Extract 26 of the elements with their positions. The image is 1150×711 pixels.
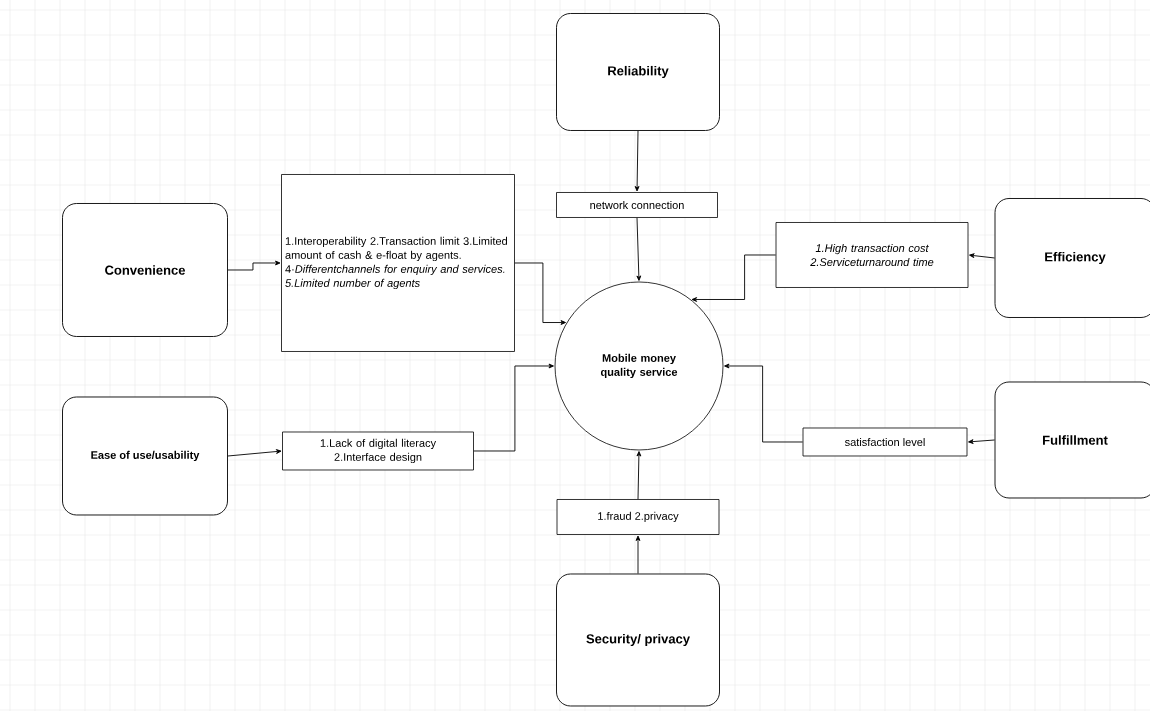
indicator-box: 1.Interoperability 2.Transaction limit 3.Limited amount of cash & e-float by agents. 4·Differentchannels for enquiry and services. 5.Limited number of agents [281, 174, 515, 352]
factor-box: Security/ privacy [556, 573, 720, 707]
arrow [473, 363, 554, 452]
arrow [724, 363, 804, 443]
indicator-box: network connection [556, 192, 718, 218]
arrow [636, 451, 642, 500]
indicator-box: 1.Lack of digital literacy 2.Interface design [282, 431, 474, 471]
arrow [227, 449, 282, 457]
indicator-box: 1.High transaction cost 2.Serviceturnaround time [775, 222, 969, 288]
indicator-box: 1.fraud 2.privacy [556, 499, 720, 535]
node-label: Security/ privacy [586, 633, 690, 647]
factor-box: Convenience [62, 203, 228, 337]
indicator-box: satisfaction level [802, 427, 968, 457]
arrow [635, 535, 641, 574]
arrow [227, 260, 281, 271]
arrow [969, 253, 995, 259]
arrow [968, 439, 995, 444]
arrow [514, 262, 566, 325]
arrow [636, 217, 642, 281]
node-label: Efficiency [1045, 251, 1106, 265]
factor-box: Fulfillment [994, 381, 1150, 499]
arrow [634, 130, 640, 192]
arrow [691, 254, 777, 302]
factor-box: Reliability [556, 13, 720, 131]
factor-box: Efficiency [994, 198, 1150, 318]
factor-box: Ease of use/usability [62, 396, 228, 516]
